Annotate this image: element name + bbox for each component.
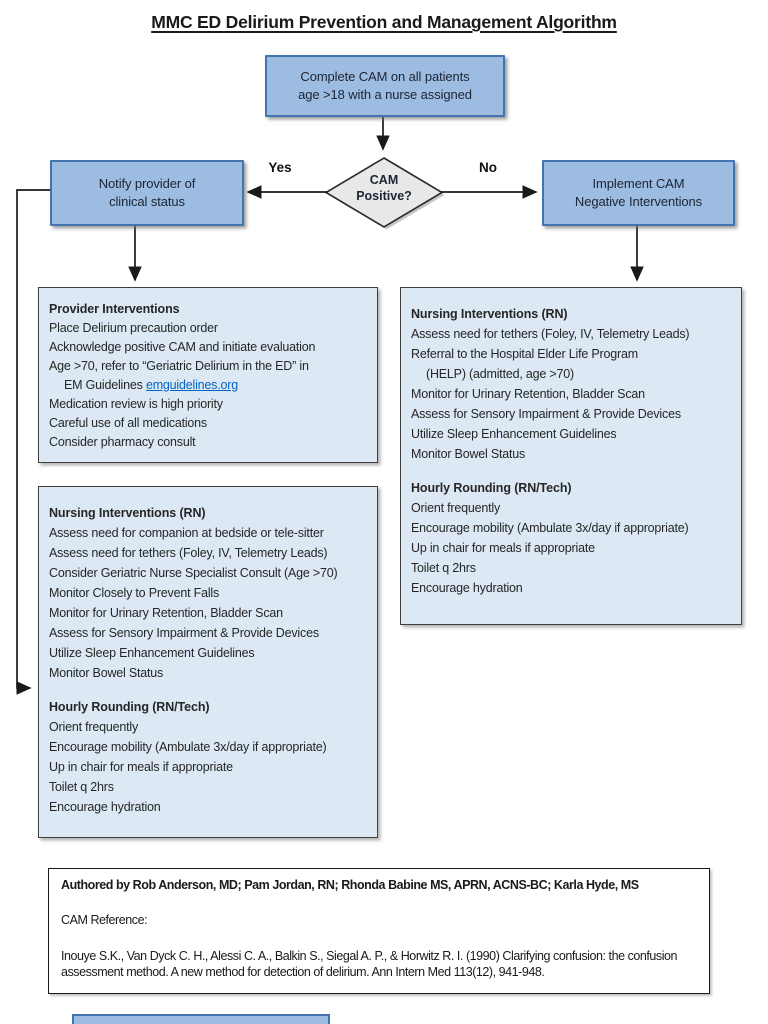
start-node-label: Complete CAM on all patients age >18 wit… <box>298 69 472 102</box>
box-line: EM Guidelines emguidelines.org <box>64 378 238 392</box>
box-heading: Nursing Interventions (RN) <box>49 506 206 520</box>
box-line: Monitor Bowel Status <box>49 666 164 680</box>
box-heading: Hourly Rounding (RN/Tech) <box>411 481 572 495</box>
page-title: MMC ED Delirium Prevention and Managemen… <box>151 12 617 32</box>
box-line: Monitor for Urinary Retention, Bladder S… <box>411 387 645 401</box>
box-line: Assess need for companion at bedside or … <box>49 526 324 540</box>
box-line: Encourage mobility (Ambulate 3x/day if a… <box>411 521 689 535</box>
box-line: Assess for Sensory Impairment & Provide … <box>49 626 319 640</box>
box-line: Consider Geriatric Nurse Specialist Cons… <box>49 566 338 580</box>
cam-reference-label: CAM Reference: <box>61 913 148 927</box>
box-line: Up in chair for meals if appropriate <box>49 760 233 774</box>
spacer <box>411 464 731 478</box>
yes-edge-label: Yes <box>268 160 292 175</box>
box-line: Toilet q 2hrs <box>49 780 114 794</box>
box-line: Orient frequently <box>411 501 501 515</box>
box-line: Careful use of all medications <box>49 416 207 430</box>
decision-diamond-label: CAM Positive? <box>356 173 412 203</box>
start-node: Complete CAM on all patients age >18 wit… <box>265 55 505 117</box>
box-line: Referral to the Hospital Elder Life Prog… <box>411 347 638 361</box>
box-line: Encourage hydration <box>411 581 523 595</box>
spacer <box>49 683 367 697</box>
nursing-interventions-right-box: Nursing Interventions (RN) Assess need fo… <box>400 287 742 625</box>
box-heading: Nursing Interventions (RN) <box>411 307 568 321</box>
box-line: Acknowledge positive CAM and initiate ev… <box>49 340 316 354</box>
box-line: (HELP) (admitted, age >70) <box>426 367 574 381</box>
authored-by-line: Authored by Rob Anderson, MD; Pam Jordan… <box>61 878 639 892</box>
nursing-interventions-left-box: Nursing Interventions (RN) Assess need fo… <box>38 486 378 838</box>
box-line: Monitor Bowel Status <box>411 447 526 461</box>
box-line: Assess need for tethers (Foley, IV, Tele… <box>49 546 328 560</box>
box-line: Place Delirium precaution order <box>49 321 218 335</box>
box-line: Toilet q 2hrs <box>411 561 476 575</box>
box-line: Up in chair for meals if appropriate <box>411 541 595 555</box>
box-line: Medication review is high priority <box>49 397 223 411</box>
cam-citation: Inouye S.K., Van Dyck C. H., Alessi C. A… <box>61 949 678 979</box>
box-line: Monitor for Urinary Retention, Bladder S… <box>49 606 283 620</box>
box-line: Assess for Sensory Impairment & Provide … <box>411 407 681 421</box>
emguidelines-link[interactable]: emguidelines.org <box>145 378 238 392</box>
cam-negative-node: Implement CAM Negative Interventions <box>542 160 735 226</box>
box-line: Consider pharmacy consult <box>49 435 196 449</box>
box-line: Age >70, refer to “Geriatric Delirium in… <box>49 359 309 373</box>
cam-negative-label: Implement CAM Negative Interventions <box>574 176 703 209</box>
box-line: Orient frequently <box>49 720 139 734</box>
authored-reference-box: Authored by Rob Anderson, MD; Pam Jordan… <box>48 868 710 994</box>
box-heading: Provider Interventions <box>49 302 180 316</box>
box-line: Encourage mobility (Ambulate 3x/day if a… <box>49 740 327 754</box>
cutoff-blue-box <box>72 1014 330 1024</box>
box-line: Encourage hydration <box>49 800 161 814</box>
no-edge-label: No <box>479 160 497 175</box>
box-heading: Hourly Rounding (RN/Tech) <box>49 700 210 714</box>
notify-provider-label: Notify provider of clinical status <box>98 176 196 209</box>
box-line: Utilize Sleep Enhancement Guidelines <box>411 427 617 441</box>
box-line: Utilize Sleep Enhancement Guidelines <box>49 646 255 660</box>
box-line: Assess need for tethers (Foley, IV, Tele… <box>411 327 690 341</box>
box-line: Monitor Closely to Prevent Falls <box>49 586 220 600</box>
notify-provider-node: Notify provider of clinical status <box>50 160 244 226</box>
